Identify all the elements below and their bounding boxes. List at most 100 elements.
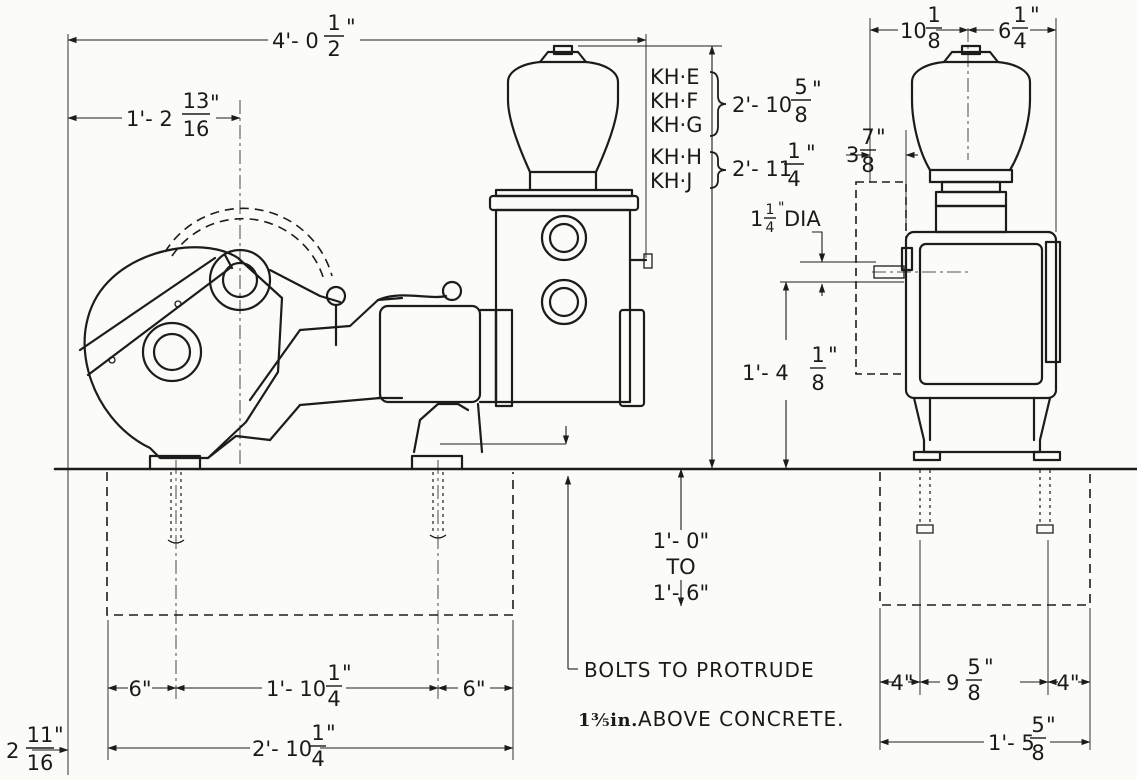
dim-end-width-left-num: 1 [927, 3, 940, 27]
flywheel-guard [164, 207, 333, 281]
dim-flywheel-center-den: 16 [183, 117, 210, 141]
dim-end-width-right-unit: " [1030, 3, 1040, 27]
dim-shaft-height: 1'- 4 1 8 " [742, 343, 838, 395]
dim-base-length-unit: " [326, 721, 336, 745]
note-line-2-fraction: 1⅗in. [578, 710, 638, 731]
dim-bolt-right-offset: 6" [462, 677, 485, 701]
end-view-pump [900, 44, 1062, 462]
model-kh-e: KH·E [650, 65, 700, 89]
dim-bottom-left-offset-unit: " [54, 723, 64, 747]
note-line-2-text: ABOVE CONCRETE. [638, 707, 845, 731]
model-group-1-height-unit: " [812, 77, 822, 101]
dim-shaft-dia-den: 4 [766, 220, 775, 236]
dim-shaft-height-num: 1 [811, 343, 824, 367]
dim-concrete-depth-line3: 1'- 6" [653, 581, 709, 605]
model-group-1-height-num: 5 [794, 75, 807, 99]
dim-shaft-dia-suffix: DIA [784, 207, 821, 231]
foundation-bolts [167, 470, 1054, 544]
crankshaft-pulley [208, 248, 342, 312]
dim-end-bolt-spacing-num: 5 [967, 655, 980, 679]
dim-bottom-left-offset-whole: 2 [6, 739, 19, 763]
dim-base-length-whole: 2'- 10 [252, 737, 312, 761]
dim-bottom-left-offset-num: 11 [27, 723, 54, 747]
center-lines [175, 28, 969, 700]
dim-end-bolt-spacing-den: 8 [967, 681, 980, 705]
dim-overall-length-whole: 4'- 0 [272, 29, 319, 53]
model-group-2-height-whole: 2'- 11 [732, 157, 792, 181]
concrete-foundation-side [106, 472, 514, 616]
dim-bolt-spacing: 1'- 10 1 4 " [266, 661, 352, 711]
dim-end-width-right: 6 1 4 " [998, 3, 1040, 53]
dim-end-edge-left: 4" [890, 671, 913, 695]
dim-end-edge-right: 4" [1056, 671, 1079, 695]
dim-end-width-left-whole: 10 [900, 19, 927, 43]
concrete-foundation-end [879, 472, 1091, 606]
dim-pulley-offset: 3 7 8 " [846, 125, 886, 177]
dim-pulley-offset-whole: 3 [846, 143, 859, 167]
dim-end-width-left: 10 1 8 [900, 3, 942, 53]
dim-overall-length-num: 1 [327, 11, 340, 35]
bolt-pads [148, 454, 464, 470]
model-kh-h: KH·H [650, 145, 702, 169]
dim-base-length-num: 1 [311, 721, 324, 745]
dim-shaft-dia-num: 1 [766, 202, 775, 218]
dim-bottom-left-offset: 2 11 16 " [6, 723, 64, 775]
dim-flywheel-center-unit: " [210, 91, 220, 115]
dimension-lines [32, 26, 1091, 754]
dim-end-base-length-whole: 1'- 5 [988, 731, 1035, 755]
model-group-2-height-unit: " [806, 141, 816, 165]
dim-bolt-spacing-unit: " [342, 661, 352, 685]
gear-casing [78, 246, 284, 460]
dim-end-base-length-den: 8 [1031, 741, 1044, 765]
dim-concrete-depth-line1: 1'- 0" [653, 529, 709, 553]
dim-bottom-left-offset-den: 16 [27, 751, 54, 775]
dim-shaft-dia: 1 1 4 " DIA [750, 200, 821, 236]
dim-shaft-height-unit: " [828, 343, 838, 367]
model-group-2-height-num: 1 [787, 139, 800, 163]
end-view-pulley [855, 181, 907, 375]
dim-end-bolt-spacing-whole: 9 [946, 671, 959, 695]
dim-end-bolt-spacing-unit: " [984, 655, 994, 679]
dim-concrete-depth-line2: TO [665, 555, 695, 579]
dim-bolt-spacing-whole: 1'- 10 [266, 677, 326, 701]
dim-end-base-length: 1'- 5 5 8 " [988, 713, 1056, 765]
pump-frame [206, 285, 484, 460]
air-vessel [506, 44, 620, 174]
dim-end-width-right-den: 4 [1013, 29, 1026, 53]
note-line-1: BOLTS TO PROTRUDE [584, 658, 815, 682]
model-kh-f: KH·F [650, 89, 698, 113]
dim-end-edges: 4" 4" [890, 671, 1079, 695]
model-group-2: KH·H KH·J 2'- 11 1 4 " [650, 139, 816, 193]
dim-end-width-left-den: 8 [927, 29, 940, 53]
valve-chest [488, 170, 653, 408]
dim-end-bolt-spacing: 9 5 8 " [946, 655, 994, 705]
model-kh-g: KH·G [650, 113, 703, 137]
dim-base-length-den: 4 [311, 747, 324, 771]
dim-end-width-right-whole: 6 [998, 19, 1011, 43]
model-group-1-height-whole: 2'- 10 [732, 93, 792, 117]
model-group-1-height-den: 8 [794, 103, 807, 127]
model-group-2-height-den: 4 [787, 167, 800, 191]
dim-bolt-spacing-num: 1 [327, 661, 340, 685]
dim-pulley-offset-unit: " [876, 125, 886, 149]
dim-base-length: 2'- 10 1 4 " [252, 721, 336, 771]
dim-bolt-offsets: 6" 6" [128, 677, 485, 701]
dim-shaft-dia-whole: 1 [750, 207, 763, 231]
dim-shaft-height-den: 8 [811, 371, 824, 395]
dim-end-width-right-num: 1 [1013, 3, 1026, 27]
model-group-1: KH·E KH·F KH·G 2'- 10 5 8 " [650, 65, 822, 137]
model-braces [709, 71, 727, 189]
dim-shaft-dia-unit: " [778, 200, 784, 216]
dim-overall-length-den: 2 [327, 37, 340, 61]
dim-end-base-length-unit: " [1046, 713, 1056, 737]
dim-pulley-offset-den: 8 [861, 153, 874, 177]
dim-shaft-height-whole: 1'- 4 [742, 361, 789, 385]
dim-overall-length-unit: " [346, 15, 356, 39]
dim-flywheel-center-whole: 1'- 2 [126, 107, 173, 131]
dim-bolt-left-offset: 6" [128, 677, 151, 701]
dim-flywheel-center-num: 13 [183, 89, 210, 113]
pump-cylinder [376, 280, 514, 408]
dim-pulley-offset-num: 7 [861, 125, 874, 149]
dim-overall-length: 4'- 0 1 2 " [272, 11, 356, 61]
